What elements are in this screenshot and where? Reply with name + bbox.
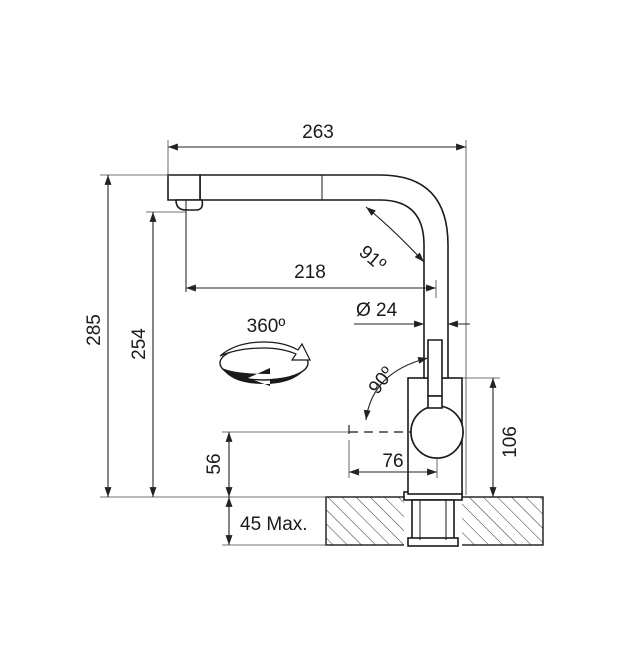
dim-total-height: 285 <box>84 174 326 498</box>
label-spout-diameter: Ø 24 <box>356 300 398 321</box>
label-body-height: 106 <box>500 426 521 458</box>
label-spout-reach: 218 <box>294 262 326 283</box>
swivel-indicator: 360º <box>219 316 311 386</box>
dim-body-height: 106 <box>462 377 521 497</box>
label-total-height: 285 <box>84 314 105 346</box>
dim-spout-height: 254 <box>129 211 186 497</box>
label-spout-angle: 91º <box>355 242 390 276</box>
label-lever-angle: 90º <box>365 363 399 398</box>
dim-spout-reach: 218 <box>186 262 437 298</box>
label-spout-height: 254 <box>129 328 150 360</box>
label-total-width: 263 <box>302 122 334 143</box>
rotation-arrow-icon <box>219 341 311 386</box>
label-counter-thickness: 45 Max. <box>240 514 308 535</box>
dim-spout-angle: 91º <box>355 206 425 276</box>
label-lever-length: 76 <box>382 451 403 472</box>
dim-counter-thickness: 45 Max. <box>222 497 326 546</box>
label-lever-height: 56 <box>204 453 225 474</box>
dim-lever-height: 56 <box>204 431 349 497</box>
label-swivel: 360º <box>247 316 286 337</box>
dim-total-width: 263 <box>167 122 467 495</box>
mounting-shank <box>403 491 463 547</box>
dim-lever-length: 76 <box>348 440 438 478</box>
dim-spout-diameter: Ø 24 <box>354 300 470 328</box>
